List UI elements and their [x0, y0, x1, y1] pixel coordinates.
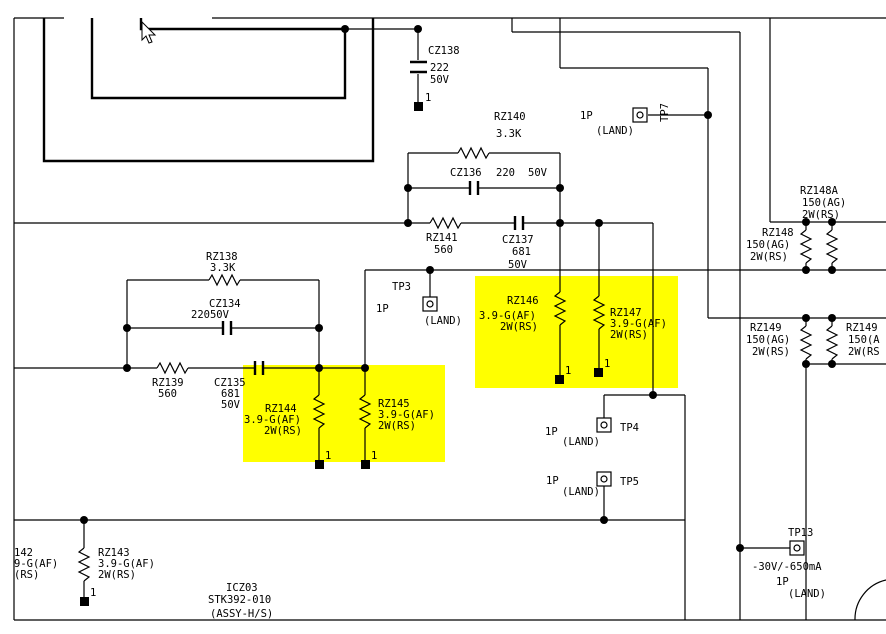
wire-rz140-network — [14, 146, 686, 620]
rz143-ref: RZ143 — [98, 547, 130, 559]
rz147-value: 3.9-G(AF) — [610, 318, 667, 330]
ground-mark: 1 — [565, 365, 571, 377]
rz145-value: 3.9-G(AF) — [378, 409, 435, 421]
tp4-ref: TP4 — [620, 422, 639, 434]
wire-rz138-network — [14, 273, 365, 375]
rz138-value: 3.3K — [210, 262, 236, 274]
meter-arc — [854, 579, 886, 621]
rz146-rating: 2W(RS) — [500, 321, 538, 333]
cz137-ref: CZ137 — [502, 234, 534, 246]
ground-mark: 1 — [604, 358, 610, 370]
ground-mark: 1 — [90, 587, 96, 599]
rz143-rating: 2W(RS) — [98, 569, 136, 581]
rz149b-ref: RZ149 — [846, 322, 878, 334]
rz144-value: 3.9-G(AF) — [244, 414, 301, 426]
rz139-value: 560 — [158, 388, 177, 400]
testpoint-boxes — [422, 107, 805, 556]
cz135-voltage: 50V — [221, 399, 241, 411]
tp13-land: (LAND) — [788, 588, 826, 600]
rz142-rating: (RS) — [14, 569, 39, 581]
cz136-value: 220 — [496, 167, 515, 179]
rz146-ref: RZ146 — [507, 295, 539, 307]
ground-symbols — [80, 102, 603, 606]
wire-tp4-tp5 — [14, 394, 790, 549]
tp4-pin: 1P — [545, 426, 558, 438]
tp7-pin: 1P — [580, 110, 593, 122]
cz137-value: 681 — [512, 246, 531, 258]
tp13-note: -30V/-650mA — [752, 561, 822, 573]
rz144-ref: RZ144 — [265, 403, 297, 415]
rz141-value: 560 — [434, 244, 453, 256]
tp4-land: (LAND) — [562, 436, 600, 448]
rz140-value: 3.3K — [496, 128, 522, 140]
rz140-ref: RZ140 — [494, 111, 526, 123]
wire-rail-270 — [364, 269, 886, 368]
wire-top — [345, 18, 886, 620]
cz135-value: 681 — [221, 388, 240, 400]
ic-part: STK392-010 — [208, 594, 271, 606]
tp13-pin: 1P — [776, 576, 789, 588]
rz149b-value: 150(A — [848, 334, 880, 346]
rz139-ref: RZ139 — [152, 377, 184, 389]
rz149-value: 150(AG) — [746, 334, 790, 346]
cz138-ref: CZ138 — [428, 45, 460, 57]
capacitor-cz138 — [410, 60, 427, 74]
cz137-voltage: 50V — [508, 259, 528, 271]
highlight-rz144-rz145 — [243, 365, 445, 462]
ground-mark: 1 — [371, 450, 377, 462]
ground-mark: 1 — [425, 92, 431, 104]
cz136-voltage: 50V — [528, 167, 548, 179]
tp5-land: (LAND) — [562, 486, 600, 498]
rz145-rating: 2W(RS) — [378, 420, 416, 432]
tp5-pin: 1P — [546, 475, 559, 487]
rz147-rating: 2W(RS) — [610, 329, 648, 341]
rz147-ref: RZ147 — [610, 307, 642, 319]
ground-mark: 1 — [325, 450, 331, 462]
junction-nodes — [80, 25, 836, 552]
cz136-ref: CZ136 — [450, 167, 482, 179]
rz148-rating: 2W(RS) — [750, 251, 788, 263]
cz138-value: 222 — [430, 62, 449, 74]
rz148-value: 150(AG) — [746, 239, 790, 251]
resistor-rz143 — [77, 520, 91, 600]
rz141-ref: RZ141 — [426, 232, 458, 244]
tp7-ref: TP7 — [659, 103, 671, 122]
cz134-value: 22050V — [191, 309, 230, 321]
highlight-rz146-rz147 — [475, 276, 678, 388]
tp7-land: (LAND) — [596, 125, 634, 137]
rz142-value: 9-G(AF) — [14, 558, 58, 570]
resistor-rz146-rz147 — [553, 223, 606, 378]
cz138-voltage: 50V — [430, 74, 450, 86]
tp3-pin: 1P — [376, 303, 389, 315]
tp3-ref: TP3 — [392, 281, 411, 293]
ic-assy: (ASSY-H/S) — [210, 608, 273, 620]
resistor-rz144-rz145 — [312, 368, 372, 462]
rz143-value: 3.9-G(AF) — [98, 558, 155, 570]
rz148-ref: RZ148 — [762, 227, 794, 239]
cz135-ref: CZ135 — [214, 377, 246, 389]
rz144-rating: 2W(RS) — [264, 425, 302, 437]
tp5-ref: TP5 — [620, 476, 639, 488]
rz146-value: 3.9-G(AF) — [479, 310, 536, 322]
mouse-cursor-icon — [141, 20, 157, 44]
ic-ref: ICZ03 — [226, 582, 258, 594]
rz148a-rating: 2W(RS) — [802, 209, 840, 221]
rz142-ref: 142 — [14, 547, 33, 559]
rz148a-value: 150(AG) — [802, 197, 846, 209]
cz134-ref: CZ134 — [209, 298, 241, 310]
rz149-rating: 2W(RS) — [752, 346, 790, 358]
tp13-ref: TP13 — [788, 527, 813, 539]
ic-outline — [42, 18, 375, 163]
rz149-ref: RZ149 — [750, 322, 782, 334]
rz138-ref: RZ138 — [206, 251, 238, 263]
tp3-land: (LAND) — [424, 315, 462, 327]
rz145-ref: RZ145 — [378, 398, 410, 410]
rz148a-ref: RZ148A — [800, 185, 839, 197]
rz149b-rating: 2W(RS — [848, 346, 880, 358]
